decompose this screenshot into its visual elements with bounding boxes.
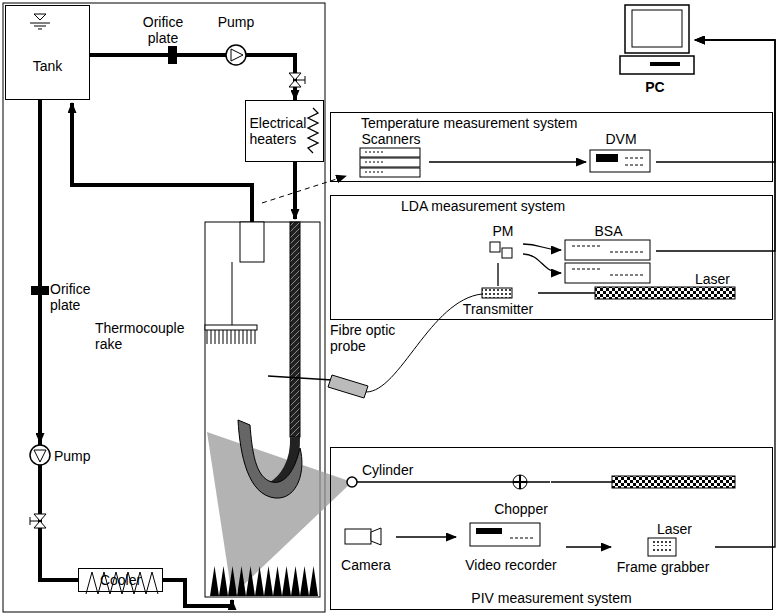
node-label: Frame grabber bbox=[617, 559, 710, 575]
pc-icon: PC bbox=[615, 3, 695, 95]
node-label: Pump bbox=[218, 14, 255, 30]
node-label: Tank bbox=[33, 58, 63, 74]
node-label: Laser bbox=[695, 271, 730, 287]
pump-symbol: Pump bbox=[28, 443, 98, 469]
node-label: Laser bbox=[657, 521, 692, 537]
laser-unit: Laser bbox=[596, 271, 736, 301]
system-panel: Temperature measurement systemScanners DV… bbox=[330, 112, 773, 182]
laser-unit: Laser bbox=[613, 475, 736, 537]
part-label: Orifice plate bbox=[132, 14, 194, 46]
chopper-symbol: Chopper bbox=[491, 473, 551, 517]
signal-line bbox=[566, 546, 611, 547]
voltmeter-unit: DVM bbox=[586, 131, 656, 176]
photomultiplier: PM bbox=[483, 223, 523, 263]
pipe-line bbox=[90, 53, 212, 57]
signal-line bbox=[523, 244, 561, 250]
node-label: LDA measurement system bbox=[401, 198, 565, 214]
pipe-line bbox=[40, 469, 78, 580]
node-label: Cooler bbox=[100, 572, 141, 588]
node-label: Transmitter bbox=[463, 301, 533, 317]
node-label: PM bbox=[493, 223, 514, 239]
node-label: PC bbox=[645, 79, 664, 95]
node-label: Pump bbox=[54, 448, 91, 464]
camera-icon: Camera bbox=[336, 526, 396, 573]
scanner-unit: Scanners bbox=[353, 131, 429, 181]
cooler-box: Cooler bbox=[78, 568, 163, 592]
pump-symbol: Pump bbox=[212, 14, 260, 66]
signal-line bbox=[523, 254, 561, 273]
transmitter-unit: Transmitter bbox=[458, 286, 538, 317]
node-label: BSA bbox=[594, 223, 622, 239]
node-label: Temperature measurement system bbox=[361, 115, 577, 131]
node-label: Scanners bbox=[361, 131, 420, 147]
signal-analyser: BSA bbox=[561, 223, 656, 286]
system-panel: LDA measurement systemPM BSA Transmitter La… bbox=[330, 195, 773, 320]
node-label: DVM bbox=[605, 131, 636, 147]
pipe-line bbox=[38, 100, 42, 443]
tank-box: Tank bbox=[5, 5, 90, 100]
pipe-line bbox=[260, 55, 295, 100]
part-label: Thermocouple rake bbox=[95, 320, 195, 352]
node-label: Camera bbox=[341, 557, 391, 573]
signal-line bbox=[396, 536, 456, 537]
node-label: Chopper bbox=[494, 501, 548, 517]
signal-line bbox=[429, 161, 586, 162]
signal-line bbox=[538, 292, 596, 293]
node-label: PIV measurement system bbox=[471, 590, 631, 606]
signal-line bbox=[497, 263, 498, 286]
video-recorder: Video recorder bbox=[456, 521, 566, 573]
part-label: Orifice plate bbox=[50, 281, 112, 313]
heater-box: Electrical heaters bbox=[245, 100, 324, 162]
part-label: Cylinder bbox=[362, 462, 437, 478]
signal-line bbox=[551, 481, 613, 482]
node-label: Electrical heaters bbox=[250, 115, 311, 147]
part-label: Fibre optic probe bbox=[330, 322, 415, 354]
node-label: Video recorder bbox=[465, 557, 557, 573]
frame-grabber: Frame grabber bbox=[611, 537, 715, 575]
